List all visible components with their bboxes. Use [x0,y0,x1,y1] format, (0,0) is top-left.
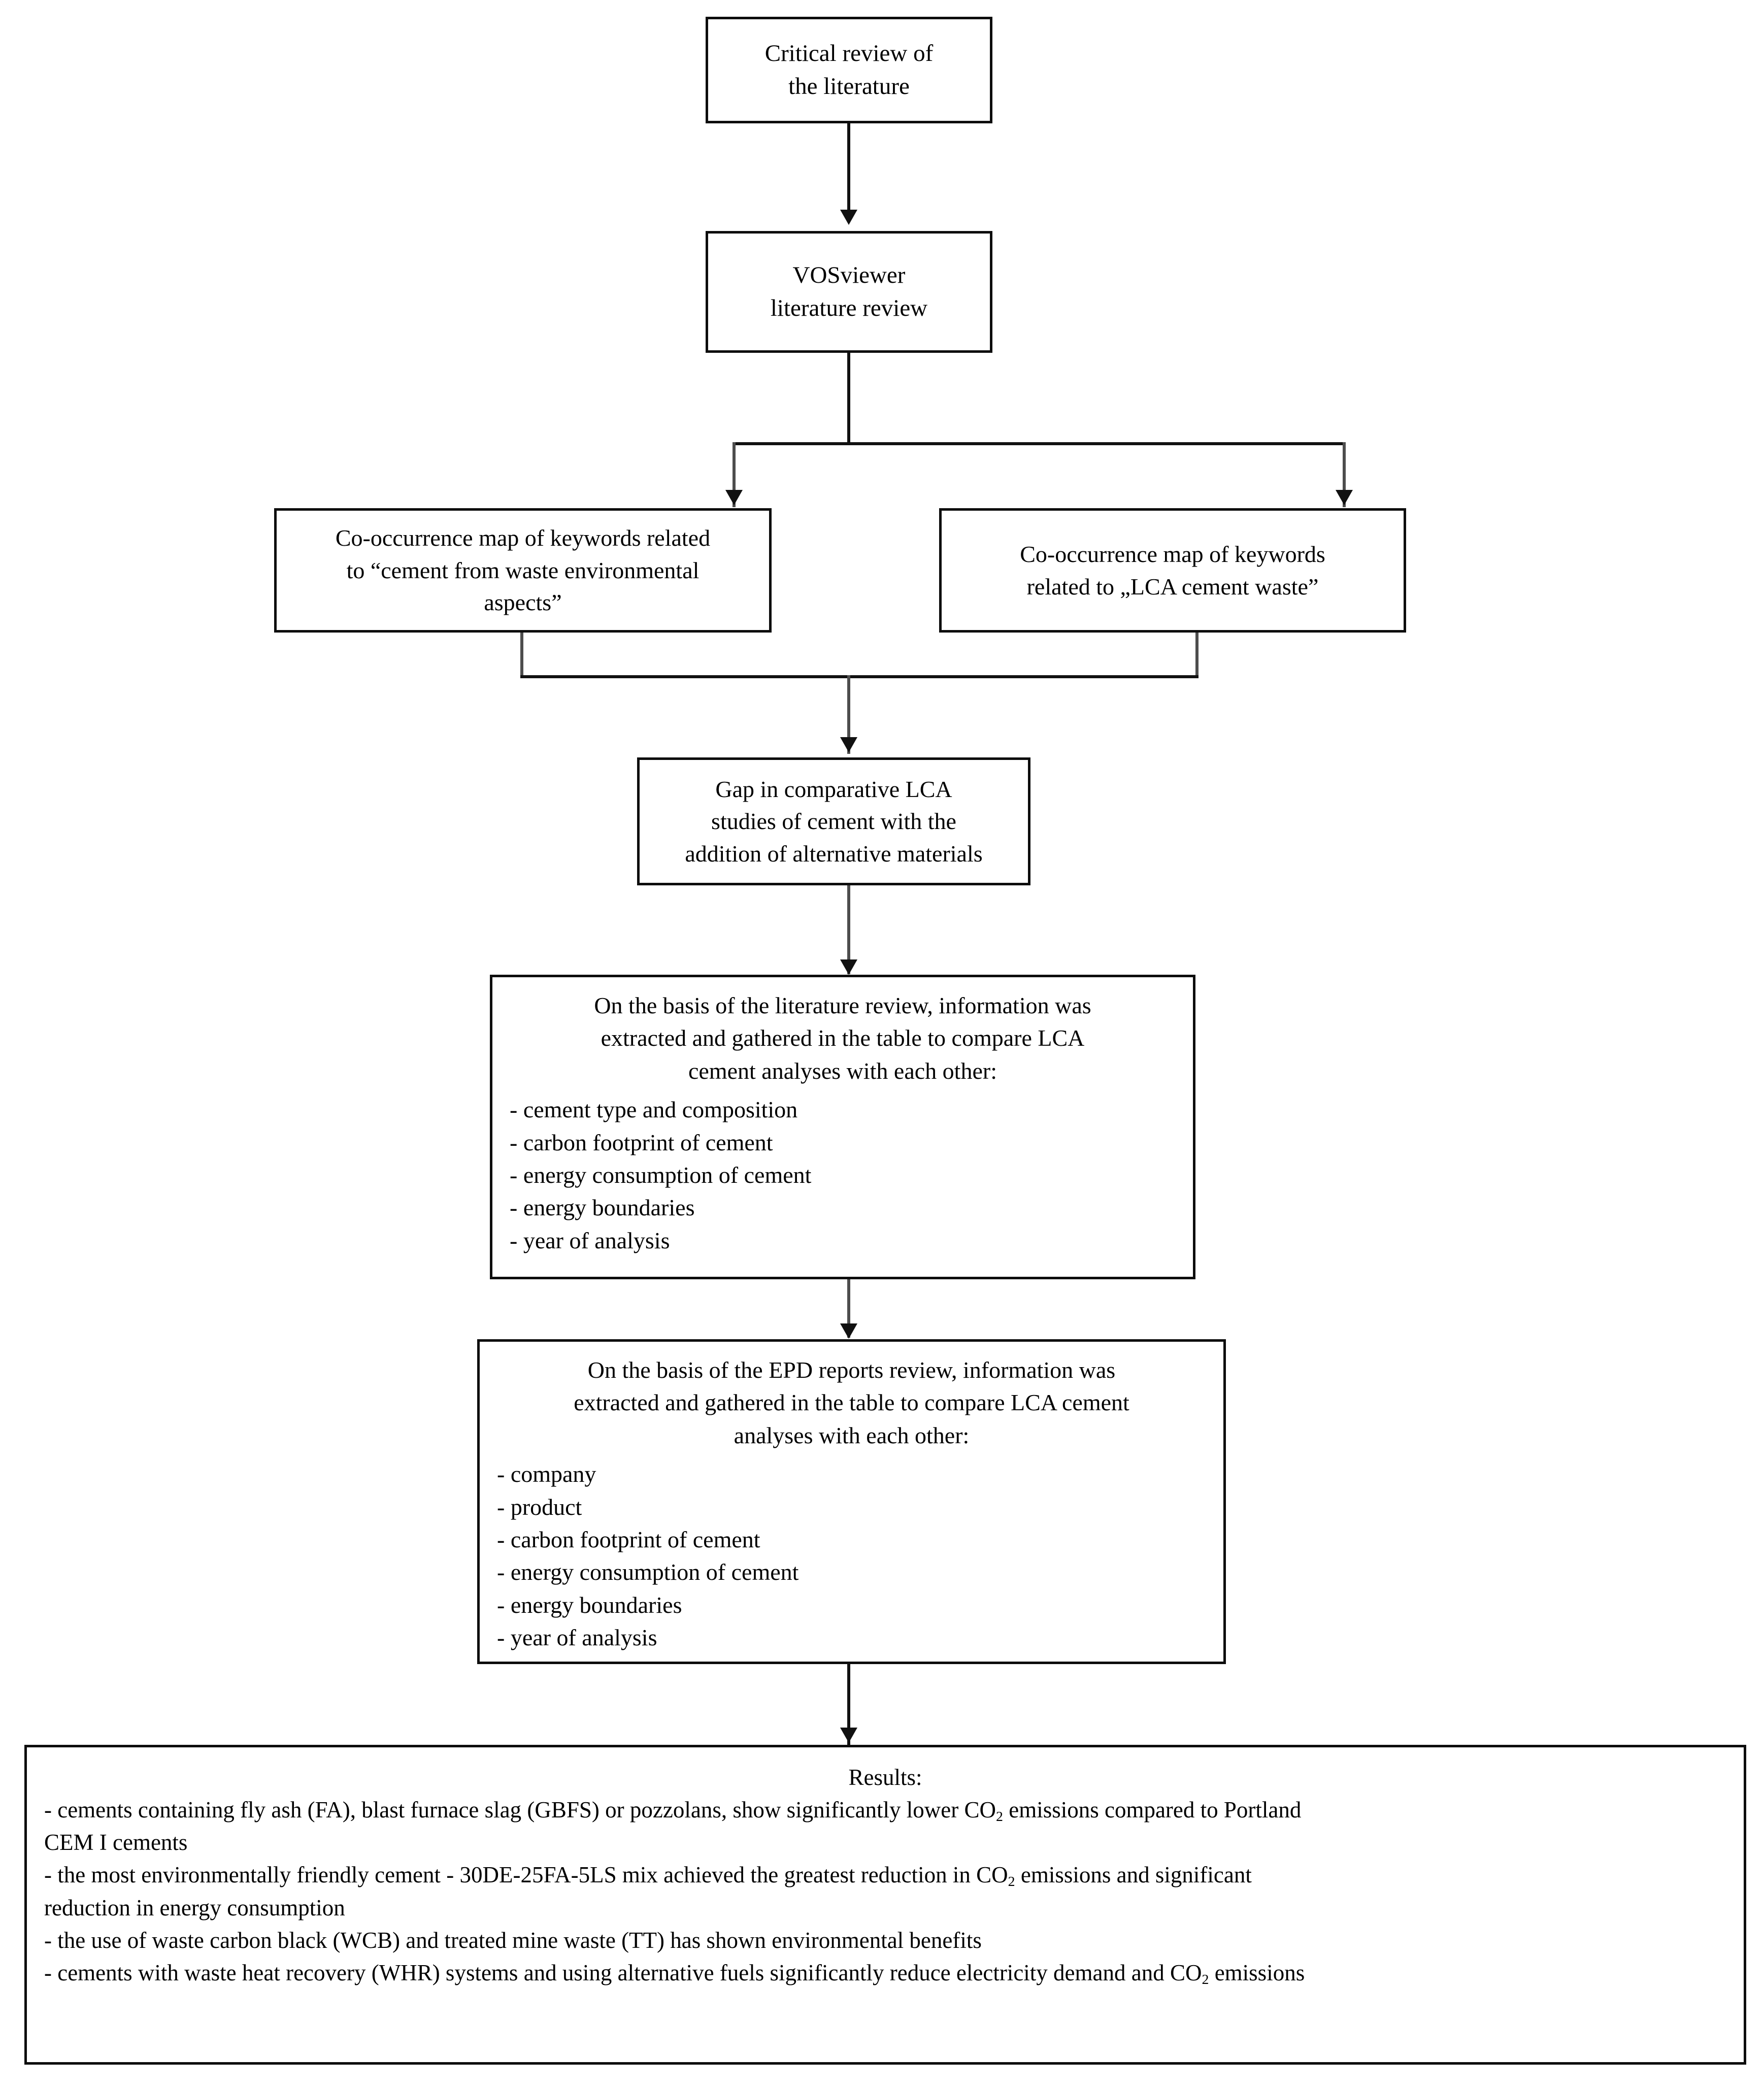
connector-critical-to-vos-line [847,123,850,212]
connector-literature-to-epd-arrow [840,1323,857,1339]
results-item-3-part-a: - cements with waste heat recovery (WHR)… [44,1960,1202,1985]
connector-merge-bar [520,675,1199,678]
connector-epd-to-results-arrow [840,1728,857,1743]
node-critical-review-line2: the literature [788,73,910,100]
node-vosviewer: VOSviewer literature review [706,231,992,353]
connector-merge-left-drop [520,633,523,678]
node-gap-line2: studies of cement with the [711,808,956,835]
connector-vos-split-right-arrow [1336,490,1353,505]
node-map-left-line3: aspects” [484,589,562,616]
connector-vos-split-left-drop [733,442,736,507]
list-item: - product [497,1494,582,1520]
results-item-1-subscript: 2 [1008,1874,1015,1890]
node-literature-table: On the basis of the literature review, i… [490,975,1195,1279]
node-epd-table-head-line2: extracted and gathered in the table to c… [574,1389,1129,1416]
list-item: - year of analysis [497,1625,657,1651]
connector-merge-right-drop [1195,633,1199,678]
list-item: - cements with waste heat recovery (WHR)… [44,1957,1726,1990]
connector-merge-arrow [840,737,857,752]
node-gap: Gap in comparative LCA studies of cement… [637,757,1030,885]
node-vosviewer-line1: VOSviewer [792,262,906,289]
node-critical-review-line1: Critical review of [764,40,934,67]
node-epd-table-head-line3: analyses with each other: [734,1422,970,1448]
connector-literature-to-epd-line [847,1279,850,1338]
connector-vos-split-bar [733,442,1346,445]
connector-gap-to-literature-arrow [840,959,857,975]
node-literature-table-head-line1: On the basis of the literature review, i… [594,992,1091,1018]
list-item: - energy consumption of cement [497,1559,799,1585]
list-item: - year of analysis [510,1227,670,1253]
node-literature-table-head-line3: cement analyses with each other: [688,1057,997,1084]
results-item-1-part-b: emissions and significant [1015,1862,1252,1888]
connector-vos-split-right-drop [1343,442,1346,507]
connector-epd-to-results-line [847,1664,850,1745]
results-item-2-part-a: - the use of waste carbon black (WCB) an… [44,1927,982,1953]
node-literature-table-head-line2: extracted and gathered in the table to c… [601,1025,1085,1051]
results-item-0-cont: CEM I cements [44,1830,188,1855]
list-item: - cement type and composition [510,1097,798,1123]
node-map-left-line1: Co-occurrence map of keywords related [335,525,711,551]
node-literature-table-bullets: - cement type and composition - carbon f… [510,1093,1176,1257]
list-item: - energy boundaries [497,1592,682,1618]
list-item: - the use of waste carbon black (WCB) an… [44,1925,1726,1957]
connector-merge-stem [847,675,850,754]
list-item: - the most environmentally friendly ceme… [44,1859,1726,1924]
results-item-0-subscript: 2 [996,1808,1003,1825]
connector-critical-to-vos-arrow [840,210,857,225]
list-item: - cements containing fly ash (FA), blast… [44,1794,1726,1859]
node-results-list: - cements containing fly ash (FA), blast… [44,1794,1726,1990]
list-item: - company [497,1461,596,1487]
node-gap-line1: Gap in comparative LCA [715,776,952,802]
list-item: - carbon footprint of cement [510,1129,773,1155]
results-item-1-part-a: - the most environmentally friendly ceme… [44,1862,1008,1888]
node-map-left-line2: to “cement from waste environmental [346,557,700,583]
node-gap-line3: addition of alternative materials [685,840,983,867]
node-map-right: Co-occurrence map of keywords related to… [939,508,1406,633]
node-map-right-line2: related to „LCA cement waste” [1026,573,1319,600]
node-vosviewer-line2: literature review [770,295,928,321]
results-item-1-cont: reduction in energy consumption [44,1895,345,1920]
node-epd-table-bullets: - company - product - carbon footprint o… [497,1458,1206,1654]
node-results-heading: Results: [848,1765,922,1790]
list-item: - energy boundaries [510,1195,695,1221]
results-item-3-subscript: 2 [1202,1971,1209,1987]
results-item-0-part-a: - cements containing fly ash (FA), blast… [44,1797,996,1822]
connector-vos-split-left-arrow [725,490,743,505]
results-item-0-part-b: emissions compared to Portland [1003,1797,1302,1822]
node-map-left: Co-occurrence map of keywords related to… [274,508,772,633]
connector-gap-to-literature-line [847,885,850,974]
node-critical-review: Critical review of the literature [706,17,992,123]
node-results: Results: - cements containing fly ash (F… [24,1745,1746,2065]
connector-vos-split-stem [847,353,850,444]
list-item: - carbon footprint of cement [497,1526,760,1552]
node-epd-table: On the basis of the EPD reports review, … [477,1339,1226,1664]
node-map-right-line1: Co-occurrence map of keywords [1020,541,1325,568]
node-epd-table-head-line1: On the basis of the EPD reports review, … [587,1357,1116,1383]
results-item-3-part-b: emissions [1209,1960,1305,1985]
list-item: - energy consumption of cement [510,1162,812,1188]
